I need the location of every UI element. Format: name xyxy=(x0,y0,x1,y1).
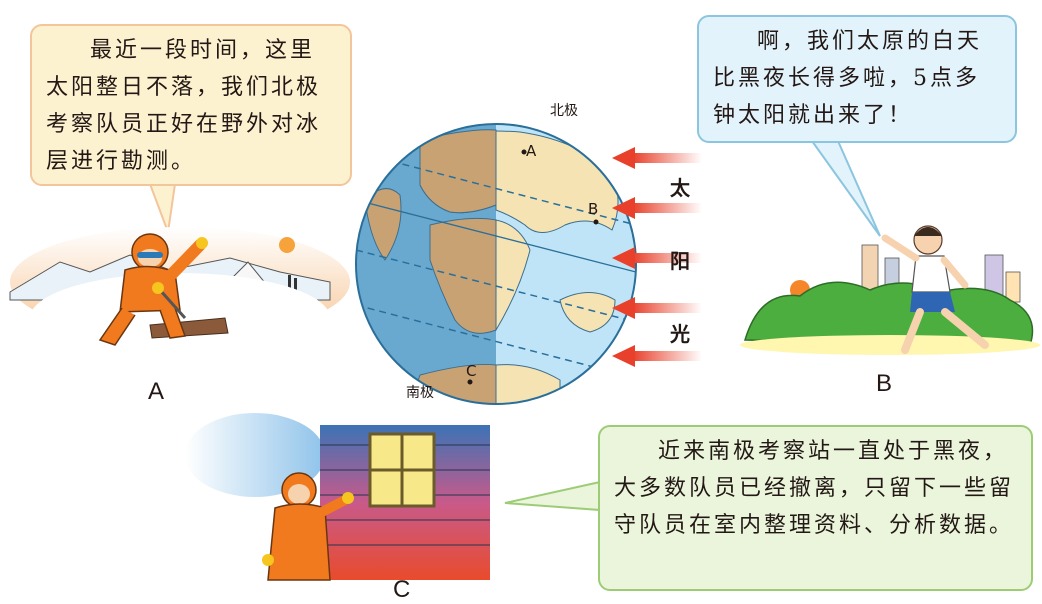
scene-c-label: C xyxy=(393,576,411,603)
sunlight-label-char-1: 太 xyxy=(670,176,690,200)
speech-bubble-arctic: 最近一段时间，这里太阳整日不落，我们北极考察队员正好在野外对冰层进行勘测。 xyxy=(30,24,352,186)
south-pole-label: 南极 xyxy=(406,385,434,401)
bubble-b-tail xyxy=(810,140,881,237)
scene-a-arctic xyxy=(9,227,350,363)
scene-b-label: B xyxy=(876,370,893,397)
north-pole-label: 北极 xyxy=(550,103,578,119)
point-c-label: C xyxy=(466,362,477,380)
speech-bubble-taiyuan-text: 啊，我们太原的白天比黑夜长得多啦，5点多钟太阳就出来了！ xyxy=(713,29,983,128)
sunlight-arrows xyxy=(612,147,702,367)
scene-a-label: A xyxy=(148,378,165,405)
speech-bubble-antarctic-text: 近来南极考察站一直处于黑夜，大多数队员已经撤离，只留下一些留守队员在室内整理资料… xyxy=(614,439,1015,538)
sunlight-label-char-3: 光 xyxy=(670,322,690,346)
point-a-marker xyxy=(521,149,527,155)
bubble-c-tail xyxy=(504,480,601,512)
sunlight-label-char-2: 阳 xyxy=(670,249,690,273)
point-b-marker xyxy=(593,219,599,225)
scene-b-city xyxy=(740,225,1040,355)
scene-c-antarctic xyxy=(185,413,490,581)
point-a-label: A xyxy=(526,142,537,160)
speech-bubble-antarctic: 近来南极考察站一直处于黑夜，大多数队员已经撤离，只留下一些留守队员在室内整理资料… xyxy=(598,425,1033,591)
point-b-label: B xyxy=(588,200,599,218)
bubble-a-tail xyxy=(148,183,177,233)
point-c-marker xyxy=(467,379,473,385)
speech-bubble-arctic-text: 最近一段时间，这里太阳整日不落，我们北极考察队员正好在野外对冰层进行勘测。 xyxy=(46,38,322,174)
speech-bubble-taiyuan: 啊，我们太原的白天比黑夜长得多啦，5点多钟太阳就出来了！ xyxy=(697,15,1017,143)
globe xyxy=(355,123,637,405)
